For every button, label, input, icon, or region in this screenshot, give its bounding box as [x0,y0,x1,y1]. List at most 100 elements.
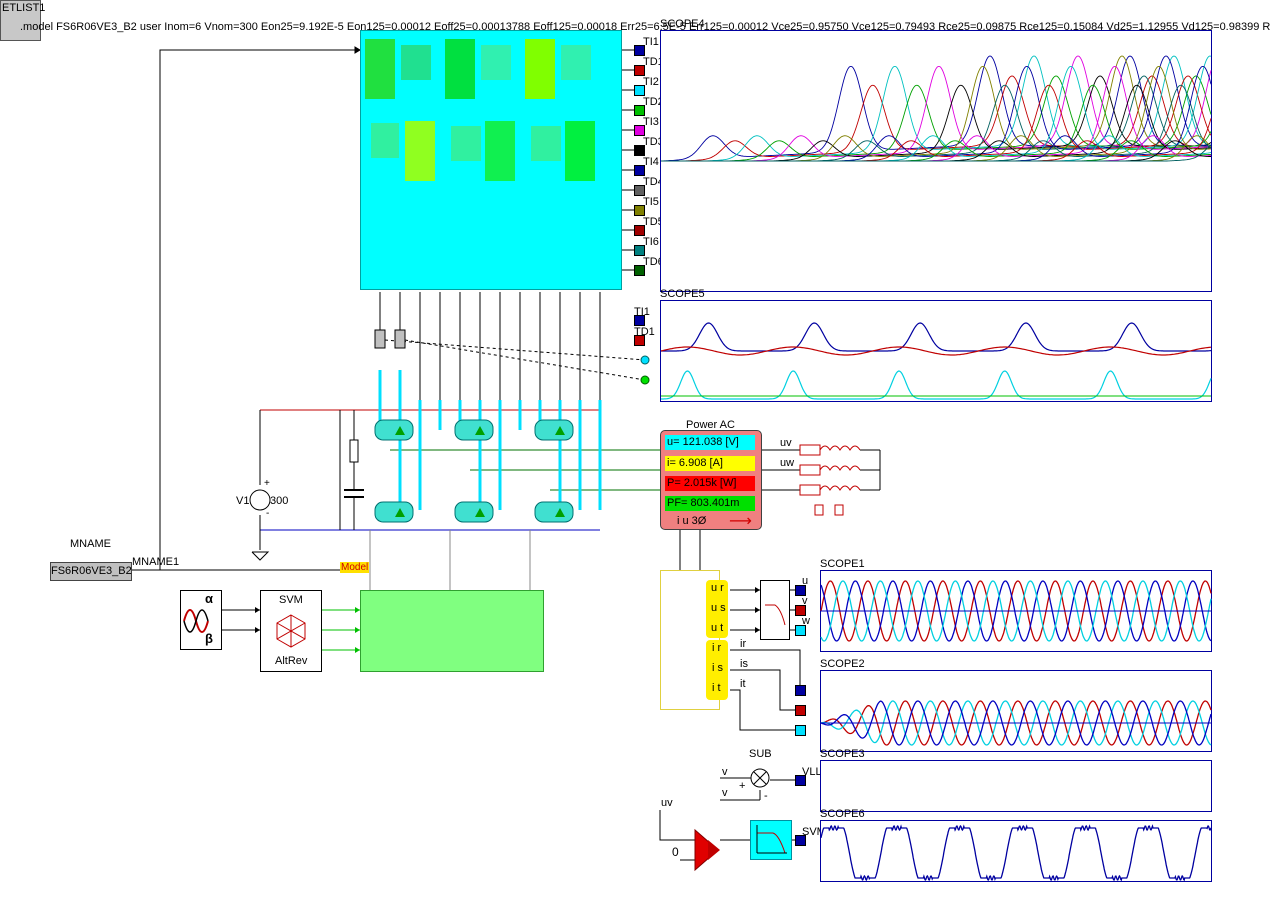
trace [821,700,1212,746]
module-pin-label: TI3 [643,116,659,128]
module-pin-label: TD1 [643,56,664,68]
meter-pf: PF= 803.401m [665,496,755,511]
source-plus: + [264,478,270,489]
module-pin-label: TD5 [643,216,664,228]
module-pin-td3[interactable] [634,145,645,156]
source-minus: - [266,508,270,519]
scope1-pin-label: v [802,595,808,607]
scope1-pin-u[interactable] [795,585,806,596]
scope6-traces [820,824,1212,882]
chip [451,126,481,161]
arrow-right-icon: ⟶ [729,513,752,530]
module-pin-ti6[interactable] [634,245,645,256]
scope4-title: SCOPE4 [660,18,705,30]
trace [661,144,1212,162]
filter-icon [765,604,786,626]
scope2[interactable] [820,670,1212,752]
trace [660,55,1211,162]
sine-icon [183,609,209,633]
svm-out-pin[interactable] [795,835,806,846]
meter-power: P= 2.015k [W] [665,476,755,491]
module-pin-label: TD3 [643,136,664,148]
voltage-selector[interactable] [706,580,728,638]
module-pin-label: TD2 [643,96,664,108]
scope1-pin-w[interactable] [795,625,806,636]
scope2-traces [820,700,1212,746]
is-label: is [740,658,748,670]
inverter-module-block[interactable] [360,30,622,290]
scope6[interactable] [820,820,1212,882]
module-pin-td2[interactable] [634,105,645,116]
u-t-label: u t [711,622,724,634]
sub-minus: - [764,790,768,802]
vll-pin[interactable] [795,775,806,786]
model-tag: Model [340,562,370,573]
scope5[interactable] [660,300,1212,402]
meter-voltage: u= 121.038 [V] [665,435,755,450]
scope5-pin-td1[interactable] [634,335,645,346]
gate-driver-block[interactable] [360,590,544,672]
scope5-title: SCOPE5 [660,288,705,300]
power-meter[interactable]: u= 121.038 [V] i= 6.908 [A] P= 2.015k [W… [660,430,762,530]
module-pin-label: TI5 [643,196,659,208]
chip [485,121,515,181]
sub-title: SUB [749,748,772,760]
module-pin-td5[interactable] [634,225,645,236]
svm-out-label: SVM [802,826,826,838]
scope2-title: SCOPE2 [820,658,865,670]
transform-block[interactable] [760,580,790,640]
module-pin-td1[interactable] [634,65,645,76]
scope1-pin-v[interactable] [795,605,806,616]
lowpass-filter-block[interactable] [750,820,792,860]
trace [820,824,1212,882]
trace [661,75,1211,162]
mname-value-box[interactable]: FS6R06VE3_B2 [50,562,132,581]
scope2-pin[interactable] [795,725,806,736]
meter-current: i= 6.908 [A] [665,456,755,471]
scope4[interactable] [660,30,1212,292]
u-s-label: u s [711,602,726,614]
module-pin-ti3[interactable] [634,125,645,136]
module-pin-ti1[interactable] [634,45,645,56]
scope3[interactable] [820,760,1212,812]
meter-footer: i u 3Ø [677,515,707,527]
scope1[interactable] [820,570,1212,652]
module-pin-label: TI6 [643,236,659,248]
u-r-label: u r [711,582,724,594]
current-selector[interactable] [706,640,728,700]
igbt-bridge [374,419,574,523]
trace [661,140,1211,162]
scope2-pin[interactable] [795,685,806,696]
module-pin-ti2[interactable] [634,85,645,96]
module-pin-label: TD4 [643,176,664,188]
voltage-source[interactable] [250,490,270,510]
trace [820,700,1212,746]
scope1-traces [820,580,1212,642]
module-pin-ti5[interactable] [634,205,645,216]
module-pin-ti4[interactable] [634,165,645,176]
sub-input-2: v [722,787,728,799]
chip [525,39,555,99]
load-label-uw: uw [780,457,795,469]
scope3-title: SCOPE3 [820,748,865,760]
alpha-beta-generator[interactable]: α β [180,590,222,650]
trace [820,580,1212,642]
chip [481,45,511,80]
chip [405,121,435,181]
module-pin-td6[interactable] [634,265,645,276]
chip [365,39,395,99]
netlist-block[interactable] [0,0,41,41]
i-s-label: i s [712,662,723,674]
scope1-pin-label: u [802,575,809,587]
hexagon-icon [276,614,306,648]
scope5-pin-label-td1: TD1 [634,326,655,338]
beta-label: β [205,631,213,646]
scope5-traces [660,322,1212,400]
svm-block[interactable]: SVM AltRev [260,590,322,672]
scope2-pin[interactable] [795,705,806,716]
i-t-label: i t [712,682,721,694]
module-pin-label: TD6 [643,256,664,268]
scope5-pin-ti1[interactable] [634,315,645,326]
module-pin-td4[interactable] [634,185,645,196]
scope1-title: SCOPE1 [820,558,865,570]
